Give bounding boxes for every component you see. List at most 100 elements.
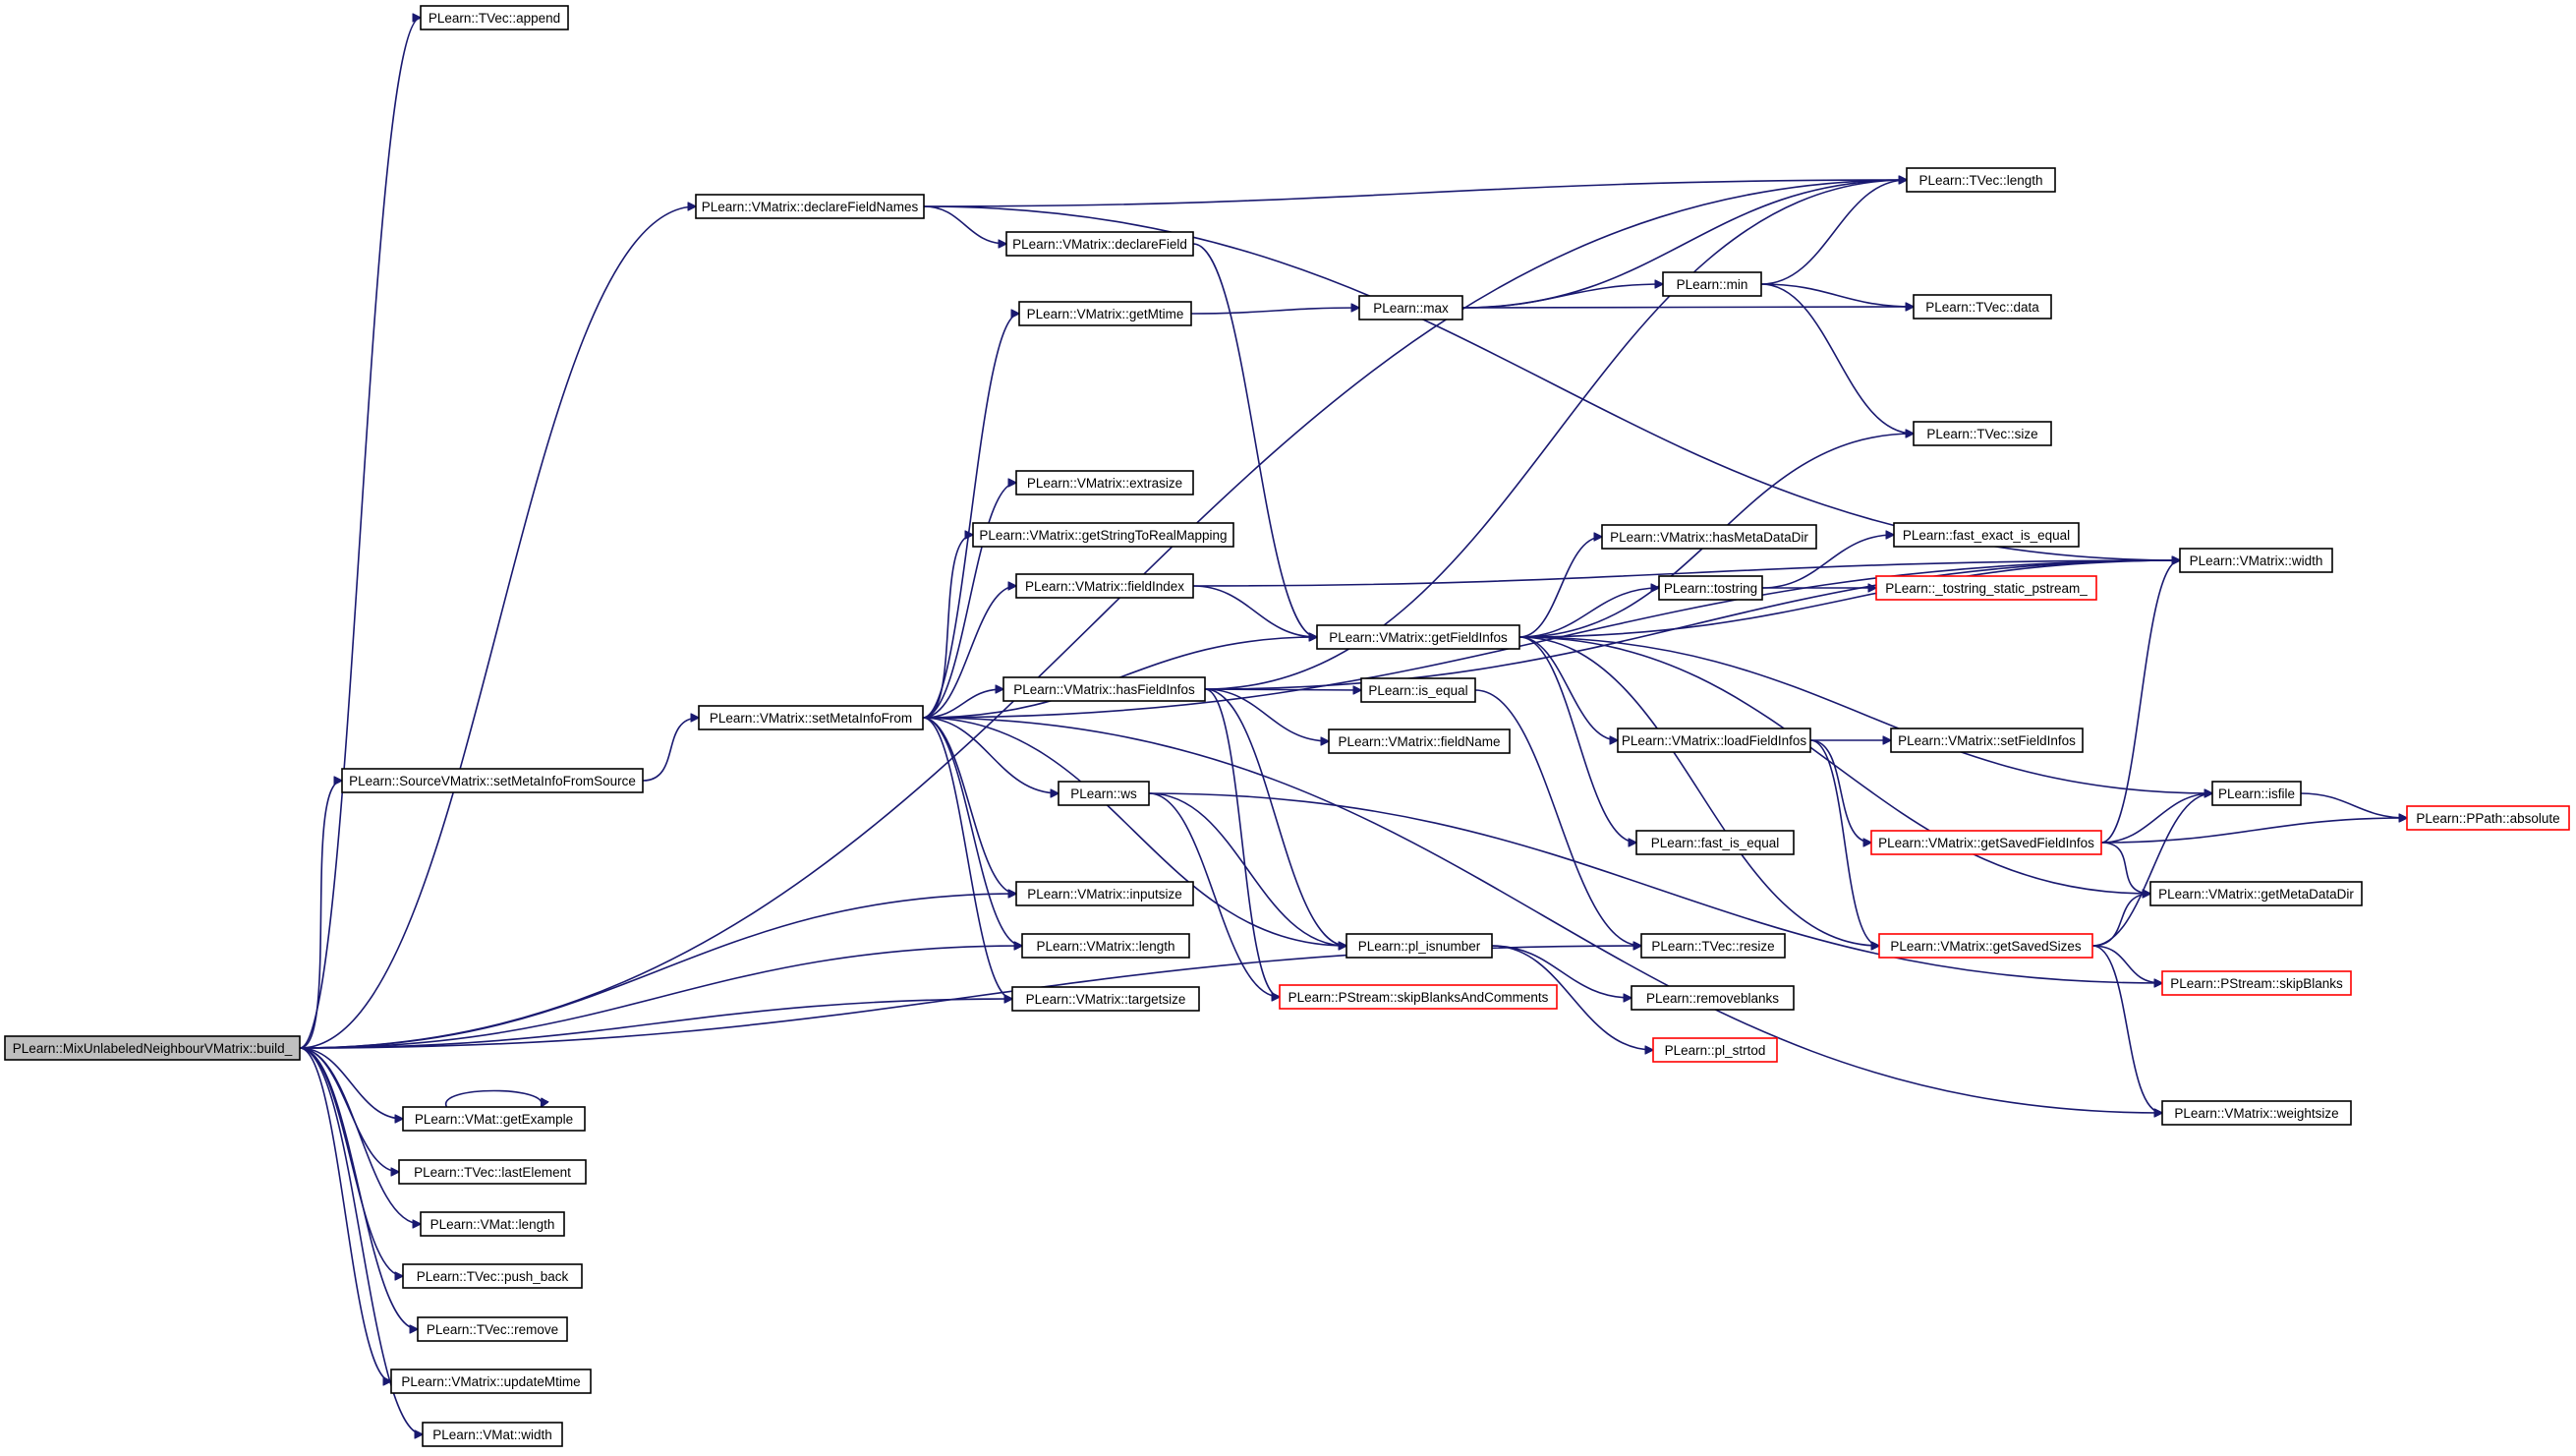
- node-box-getSavedSizes[interactable]: [1878, 933, 2093, 959]
- node-getFieldInfos[interactable]: PLearn::VMatrix::getFieldInfos: [1316, 624, 1520, 650]
- node-fieldIndex[interactable]: PLearn::VMatrix::fieldIndex: [1015, 573, 1194, 599]
- node-getExample[interactable]: PLearn::VMat::getExample: [402, 1106, 586, 1132]
- node-box-getMetaDataDir[interactable]: [2149, 881, 2363, 906]
- node-box-getSavedFieldInfos[interactable]: [1870, 830, 2102, 855]
- node-targetsize[interactable]: PLearn::VMatrix::targetsize: [1011, 986, 1200, 1012]
- node-box-pl_strtod[interactable]: [1652, 1037, 1778, 1063]
- node-root[interactable]: PLearn::MixUnlabeledNeighbourVMatrix::bu…: [4, 1035, 301, 1061]
- node-box-skipBlanksAndComments[interactable]: [1279, 984, 1558, 1010]
- node-weightsize[interactable]: PLearn::VMatrix::weightsize: [2161, 1100, 2352, 1126]
- node-box-setFieldInfos[interactable]: [1890, 728, 2084, 753]
- node-getStringToRealMapping[interactable]: PLearn::VMatrix::getStringToRealMapping: [972, 522, 1234, 548]
- node-box-skipBlanks[interactable]: [2161, 970, 2352, 996]
- node-tostring[interactable]: PLearn::tostring: [1658, 575, 1763, 601]
- node-ppath_absolute[interactable]: PLearn::PPath::absolute: [2406, 805, 2570, 831]
- node-box-tostring[interactable]: [1658, 575, 1763, 601]
- node-setFieldInfos[interactable]: PLearn::VMatrix::setFieldInfos: [1890, 728, 2084, 753]
- node-box-declareField[interactable]: [1005, 231, 1194, 257]
- node-box-vmatrix_width[interactable]: [2179, 548, 2333, 573]
- node-ws[interactable]: PLearn::ws: [1058, 781, 1150, 806]
- node-hasFieldInfos[interactable]: PLearn::VMatrix::hasFieldInfos: [1002, 676, 1206, 702]
- node-box-loadFieldInfos[interactable]: [1617, 728, 1811, 753]
- node-box-vmat_width[interactable]: [422, 1422, 563, 1447]
- node-lastElement[interactable]: PLearn::TVec::lastElement: [398, 1159, 587, 1185]
- node-getMtime[interactable]: PLearn::VMatrix::getMtime: [1018, 301, 1192, 326]
- node-box-tvec_data[interactable]: [1913, 294, 2052, 320]
- node-box-root[interactable]: [4, 1035, 301, 1061]
- node-tostring_static_pstream[interactable]: PLearn::_tostring_static_pstream_: [1875, 575, 2097, 601]
- node-fast_exact_is_equal[interactable]: PLearn::fast_exact_is_equal: [1893, 522, 2080, 548]
- node-tvec_data[interactable]: PLearn::TVec::data: [1913, 294, 2052, 320]
- node-skipBlanksAndComments[interactable]: PLearn::PStream::skipBlanksAndComments: [1279, 984, 1558, 1010]
- node-tvec_size[interactable]: PLearn::TVec::size: [1913, 421, 2052, 446]
- node-box-ws[interactable]: [1058, 781, 1150, 806]
- node-box-fast_exact_is_equal[interactable]: [1893, 522, 2080, 548]
- node-inputsize[interactable]: PLearn::VMatrix::inputsize: [1015, 881, 1194, 906]
- node-box-isfile[interactable]: [2211, 781, 2302, 806]
- node-box-setMetaInfoFrom[interactable]: [698, 705, 924, 730]
- node-box-declareFieldNames[interactable]: [695, 194, 925, 219]
- node-getSavedSizes[interactable]: PLearn::VMatrix::getSavedSizes: [1878, 933, 2093, 959]
- node-box-targetsize[interactable]: [1011, 986, 1200, 1012]
- node-fast_is_equal[interactable]: PLearn::fast_is_equal: [1635, 830, 1795, 855]
- node-setMetaInfoFrom[interactable]: PLearn::VMatrix::setMetaInfoFrom: [698, 705, 924, 730]
- node-declareFieldNames[interactable]: PLearn::VMatrix::declareFieldNames: [695, 194, 925, 219]
- node-tvec_remove[interactable]: PLearn::TVec::remove: [417, 1316, 568, 1342]
- node-box-tvec_remove[interactable]: [417, 1316, 568, 1342]
- node-removeblanks[interactable]: PLearn::removeblanks: [1631, 985, 1795, 1011]
- node-tvec_length[interactable]: PLearn::TVec::length: [1906, 167, 2056, 193]
- node-box-tvec_append[interactable]: [420, 5, 569, 30]
- node-box-vmatrix_length[interactable]: [1021, 933, 1190, 959]
- node-box-ppath_absolute[interactable]: [2406, 805, 2570, 831]
- node-box-tostring_static_pstream[interactable]: [1875, 575, 2097, 601]
- node-box-extrasize[interactable]: [1015, 470, 1194, 495]
- node-box-lastElement[interactable]: [398, 1159, 587, 1185]
- node-max[interactable]: PLearn::max: [1358, 295, 1463, 320]
- node-loadFieldInfos[interactable]: PLearn::VMatrix::loadFieldInfos: [1617, 728, 1811, 753]
- node-is_equal[interactable]: PLearn::is_equal: [1360, 677, 1476, 703]
- node-box-min[interactable]: [1662, 271, 1762, 297]
- node-pl_strtod[interactable]: PLearn::pl_strtod: [1652, 1037, 1778, 1063]
- node-box-getMtime[interactable]: [1018, 301, 1192, 326]
- node-skipBlanks[interactable]: PLearn::PStream::skipBlanks: [2161, 970, 2352, 996]
- node-tvec_resize[interactable]: PLearn::TVec::resize: [1640, 933, 1786, 959]
- node-box-getFieldInfos[interactable]: [1316, 624, 1520, 650]
- node-box-is_equal[interactable]: [1360, 677, 1476, 703]
- node-box-removeblanks[interactable]: [1631, 985, 1795, 1011]
- node-isfile[interactable]: PLearn::isfile: [2211, 781, 2302, 806]
- node-getSavedFieldInfos[interactable]: PLearn::VMatrix::getSavedFieldInfos: [1870, 830, 2102, 855]
- node-box-fast_is_equal[interactable]: [1635, 830, 1795, 855]
- node-setMetaInfoFromSource[interactable]: PLearn::SourceVMatrix::setMetaInfoFromSo…: [341, 768, 644, 793]
- node-updateMtime[interactable]: PLearn::VMatrix::updateMtime: [390, 1369, 592, 1394]
- node-fieldName[interactable]: PLearn::VMatrix::fieldName: [1328, 728, 1511, 754]
- node-box-inputsize[interactable]: [1015, 881, 1194, 906]
- node-box-getStringToRealMapping[interactable]: [972, 522, 1234, 548]
- node-box-max[interactable]: [1358, 295, 1463, 320]
- node-box-hasMetaDataDir[interactable]: [1601, 524, 1817, 550]
- node-box-weightsize[interactable]: [2161, 1100, 2352, 1126]
- node-box-hasFieldInfos[interactable]: [1002, 676, 1206, 702]
- node-vmatrix_width[interactable]: PLearn::VMatrix::width: [2179, 548, 2333, 573]
- node-box-getExample[interactable]: [402, 1106, 586, 1132]
- node-box-vmat_length[interactable]: [420, 1211, 565, 1237]
- node-box-updateMtime[interactable]: [390, 1369, 592, 1394]
- node-vmat_length[interactable]: PLearn::VMat::length: [420, 1211, 565, 1237]
- node-box-pl_isnumber[interactable]: [1345, 933, 1493, 959]
- node-push_back[interactable]: PLearn::TVec::push_back: [402, 1263, 583, 1289]
- node-box-fieldName[interactable]: [1328, 728, 1511, 754]
- node-extrasize[interactable]: PLearn::VMatrix::extrasize: [1015, 470, 1194, 495]
- node-getMetaDataDir[interactable]: PLearn::VMatrix::getMetaDataDir: [2149, 881, 2363, 906]
- node-box-tvec_length[interactable]: [1906, 167, 2056, 193]
- node-declareField[interactable]: PLearn::VMatrix::declareField: [1005, 231, 1194, 257]
- node-tvec_append[interactable]: PLearn::TVec::append: [420, 5, 569, 30]
- node-box-tvec_size[interactable]: [1913, 421, 2052, 446]
- node-box-fieldIndex[interactable]: [1015, 573, 1194, 599]
- node-box-setMetaInfoFromSource[interactable]: [341, 768, 644, 793]
- node-pl_isnumber[interactable]: PLearn::pl_isnumber: [1345, 933, 1493, 959]
- node-box-push_back[interactable]: [402, 1263, 583, 1289]
- node-hasMetaDataDir[interactable]: PLearn::VMatrix::hasMetaDataDir: [1601, 524, 1817, 550]
- node-box-tvec_resize[interactable]: [1640, 933, 1786, 959]
- node-vmat_width[interactable]: PLearn::VMat::width: [422, 1422, 563, 1447]
- node-min[interactable]: PLearn::min: [1662, 271, 1762, 297]
- node-vmatrix_length[interactable]: PLearn::VMatrix::length: [1021, 933, 1190, 959]
